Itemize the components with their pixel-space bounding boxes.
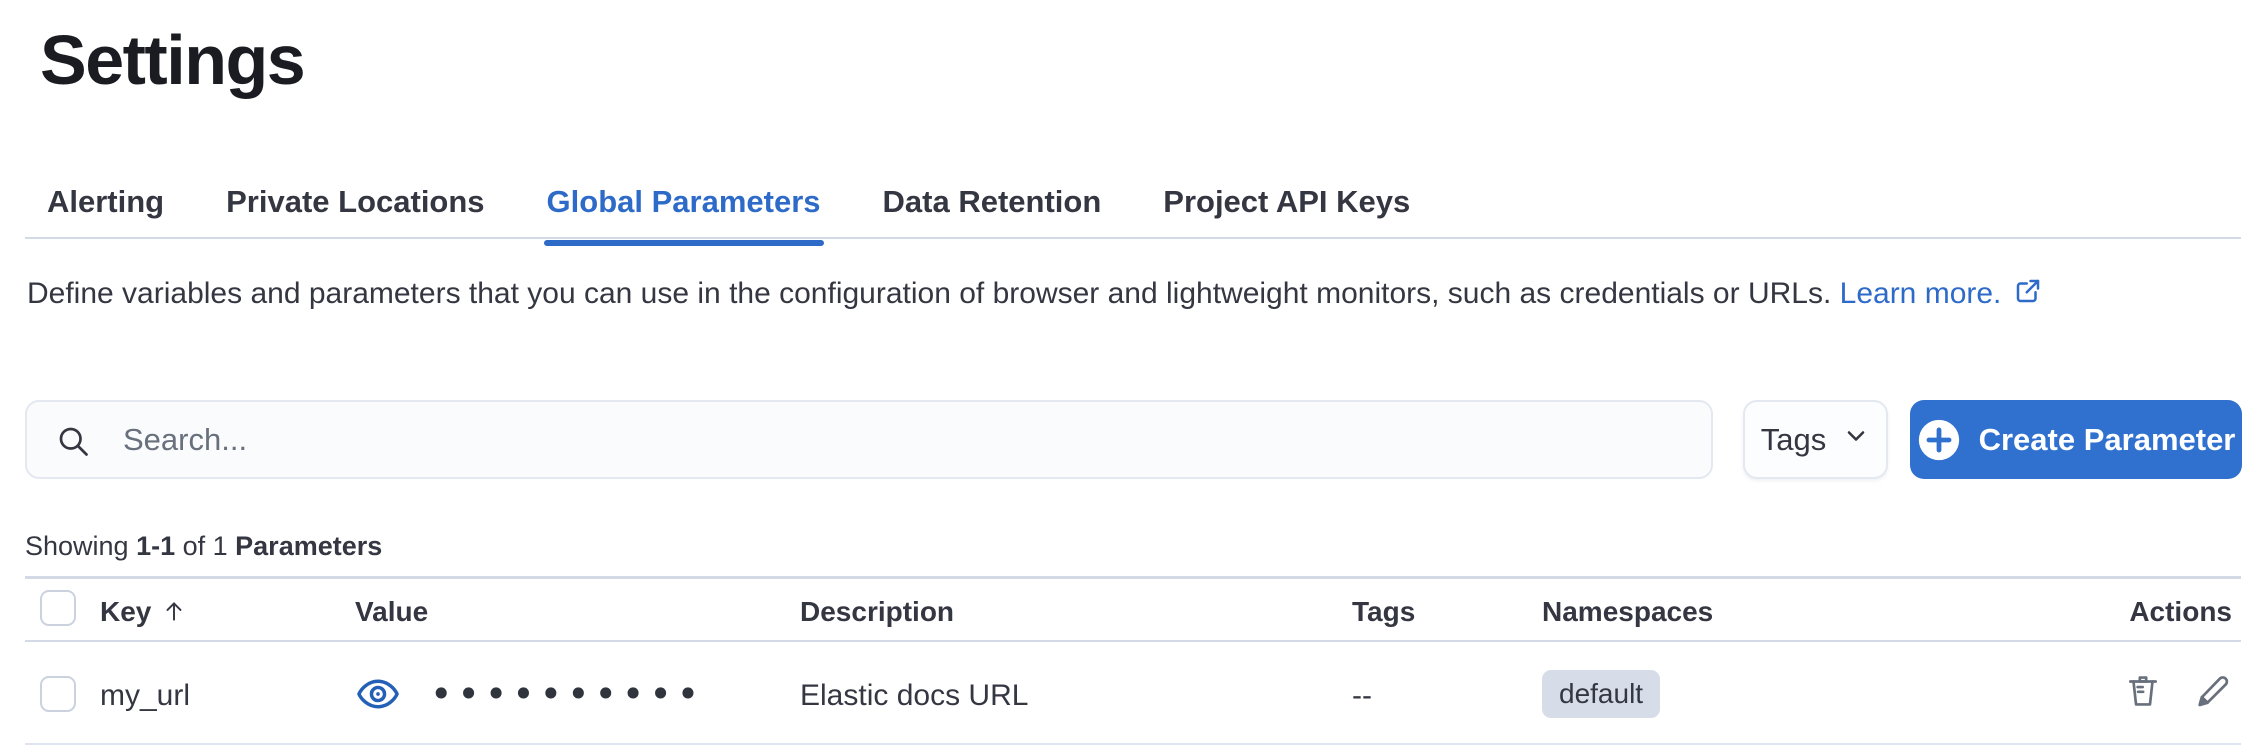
learn-more-link[interactable]: Learn more.: [1839, 277, 2002, 310]
tabs-divider: [25, 237, 2241, 239]
cell-value-masked: ••••••••••: [430, 672, 705, 716]
settings-tabs: Alerting Private Locations Global Parame…: [47, 184, 1410, 246]
summary-showing: Showing: [25, 531, 137, 561]
delete-parameter-button[interactable]: [2122, 670, 2164, 715]
tags-filter-button[interactable]: Tags: [1743, 400, 1888, 479]
namespace-badge: default: [1542, 670, 1661, 718]
column-header-description: Description: [800, 596, 955, 627]
tab-alerting[interactable]: Alerting: [47, 184, 165, 219]
row-divider: [25, 743, 2241, 745]
cell-key: my_url: [100, 679, 191, 712]
results-summary: Showing 1-1 of 1 Parameters: [25, 531, 382, 562]
cell-tags: --: [1352, 679, 1372, 712]
column-header-key[interactable]: Key: [100, 596, 187, 631]
column-header-tags: Tags: [1352, 596, 1416, 627]
page-title: Settings: [40, 21, 306, 99]
summary-entity: Parameters: [235, 531, 383, 561]
summary-of: of 1: [175, 531, 236, 561]
create-parameter-label: Create Parameter: [1978, 421, 2236, 457]
search-icon: [55, 423, 91, 464]
search-box: [25, 400, 1713, 479]
column-header-actions: Actions: [2129, 596, 2232, 627]
cell-description: Elastic docs URL: [800, 679, 1029, 712]
page-description: Define variables and parameters that you…: [27, 268, 2192, 322]
eye-icon: [356, 679, 400, 717]
select-all-checkbox[interactable]: [40, 590, 76, 626]
row-actions: [2122, 670, 2234, 715]
plus-circle-icon: [1917, 418, 1961, 462]
tab-global-parameters[interactable]: Global Parameters: [543, 184, 824, 246]
reveal-value-button[interactable]: [356, 674, 400, 717]
chevron-down-icon: [1842, 422, 1870, 458]
external-link-icon: [2013, 271, 2043, 322]
tab-project-api-keys[interactable]: Project API Keys: [1163, 184, 1411, 219]
trash-icon: [2124, 676, 2162, 713]
summary-range: 1-1: [136, 531, 176, 561]
search-input[interactable]: [27, 402, 1711, 477]
column-header-value: Value: [355, 596, 429, 627]
tab-private-locations[interactable]: Private Locations: [226, 184, 485, 219]
tags-filter-label: Tags: [1760, 421, 1827, 457]
edit-parameter-button[interactable]: [2192, 670, 2234, 715]
sort-ascending-icon: [161, 598, 187, 631]
column-header-key-label: Key: [100, 596, 152, 627]
table-header-divider: [25, 640, 2241, 642]
create-parameter-button[interactable]: Create Parameter: [1910, 400, 2242, 479]
column-header-namespaces: Namespaces: [1542, 596, 1714, 627]
table-top-divider: [25, 576, 2241, 579]
tab-data-retention[interactable]: Data Retention: [882, 184, 1102, 219]
description-text: Define variables and parameters that you…: [27, 277, 1840, 310]
pencil-icon: [2194, 676, 2232, 713]
row-checkbox[interactable]: [40, 676, 76, 712]
